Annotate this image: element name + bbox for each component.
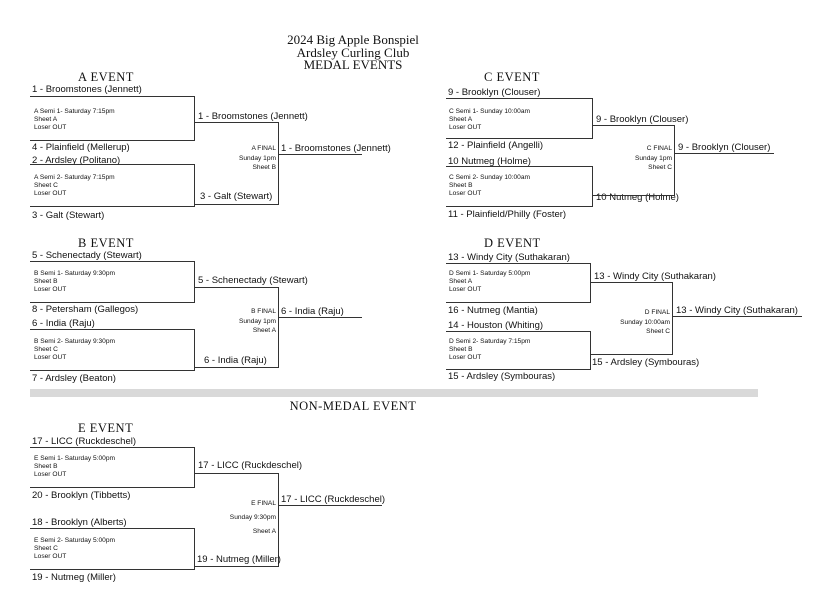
non-medal-event-label: NON-MEDAL EVENT (289, 399, 417, 413)
team-seed-2: 10 Nutmeg (Holme) (448, 156, 531, 167)
team-seed-1: 5 - Schenectady (Stewart) (32, 250, 142, 261)
team-seed-3: 15 - Ardsley (Symbouras) (448, 371, 556, 382)
team-seed-1: 1 - Broomstones (Jennett) (32, 84, 142, 95)
semi-2-winner: 19 - Nutmeg (Miller) (197, 554, 281, 565)
club-name: Ardsley Curling Club (296, 45, 410, 60)
team-seed-2: 14 - Houston (Whiting) (448, 320, 544, 331)
page-title: 2024 Big Apple Bonspiel (287, 32, 419, 47)
team-seed-4: 12 - Plainfield (Angelli) (448, 140, 544, 151)
team-seed-2: 2 - Ardsley (Politano) (32, 155, 121, 166)
semi-1-winner: 5 - Schenectady (Stewart) (198, 275, 308, 286)
event-title: A EVENT (78, 70, 134, 84)
team-seed-1: 9 - Brooklyn (Clouser) (448, 87, 541, 98)
event-champion: 9 - Brooklyn (Clouser) (678, 142, 771, 153)
section-divider (30, 389, 758, 397)
event-title: B EVENT (78, 236, 134, 250)
team-seed-1: 17 - LICC (Ruckdeschel) (32, 436, 137, 447)
team-seed-4: 20 - Brooklyn (Tibbetts) (32, 490, 131, 501)
team-seed-3: 7 - Ardsley (Beaton) (32, 373, 116, 384)
team-seed-4: 16 - Nutmeg (Mantia) (448, 305, 538, 316)
team-seed-2: 18 - Brooklyn (Alberts) (32, 517, 127, 528)
event-champion: 1 - Broomstones (Jennett) (281, 143, 391, 154)
semi-1-winner: 13 - Windy City (Suthakaran) (594, 271, 716, 282)
semi-2-winner: 6 - India (Raju) (204, 355, 267, 366)
event-champion: 17 - LICC (Ruckdeschel) (281, 494, 386, 505)
semi-2-winner: 15 - Ardsley (Symbouras) (592, 357, 700, 368)
team-seed-4: 8 - Petersham (Gallegos) (32, 304, 139, 315)
team-seed-3: 19 - Nutmeg (Miller) (32, 572, 116, 583)
semi-1-winner: 9 - Brooklyn (Clouser) (596, 114, 689, 125)
event-champion: 6 - India (Raju) (281, 306, 344, 317)
semi-2-winner: 10 Nutmeg (Holme) (596, 192, 679, 203)
team-seed-3: 11 - Plainfield/Philly (Foster) (448, 209, 567, 220)
team-seed-3: 3 - Galt (Stewart) (32, 210, 105, 221)
semi-2-winner: 3 - Galt (Stewart) (200, 191, 273, 202)
team-seed-1: 13 - Windy City (Suthakaran) (448, 252, 570, 263)
event-champion: 13 - Windy City (Suthakaran) (676, 305, 798, 316)
event-title: C EVENT (484, 70, 540, 84)
event-title: D EVENT (484, 236, 541, 250)
semi-1-winner: 1 - Broomstones (Jennett) (198, 111, 308, 122)
medal-events-label: MEDAL EVENTS (303, 57, 403, 72)
event-title: E EVENT (78, 421, 134, 435)
team-seed-4: 4 - Plainfield (Mellerup) (32, 142, 130, 153)
semi-1-winner: 17 - LICC (Ruckdeschel) (198, 460, 303, 471)
team-seed-2: 6 - India (Raju) (32, 318, 95, 329)
